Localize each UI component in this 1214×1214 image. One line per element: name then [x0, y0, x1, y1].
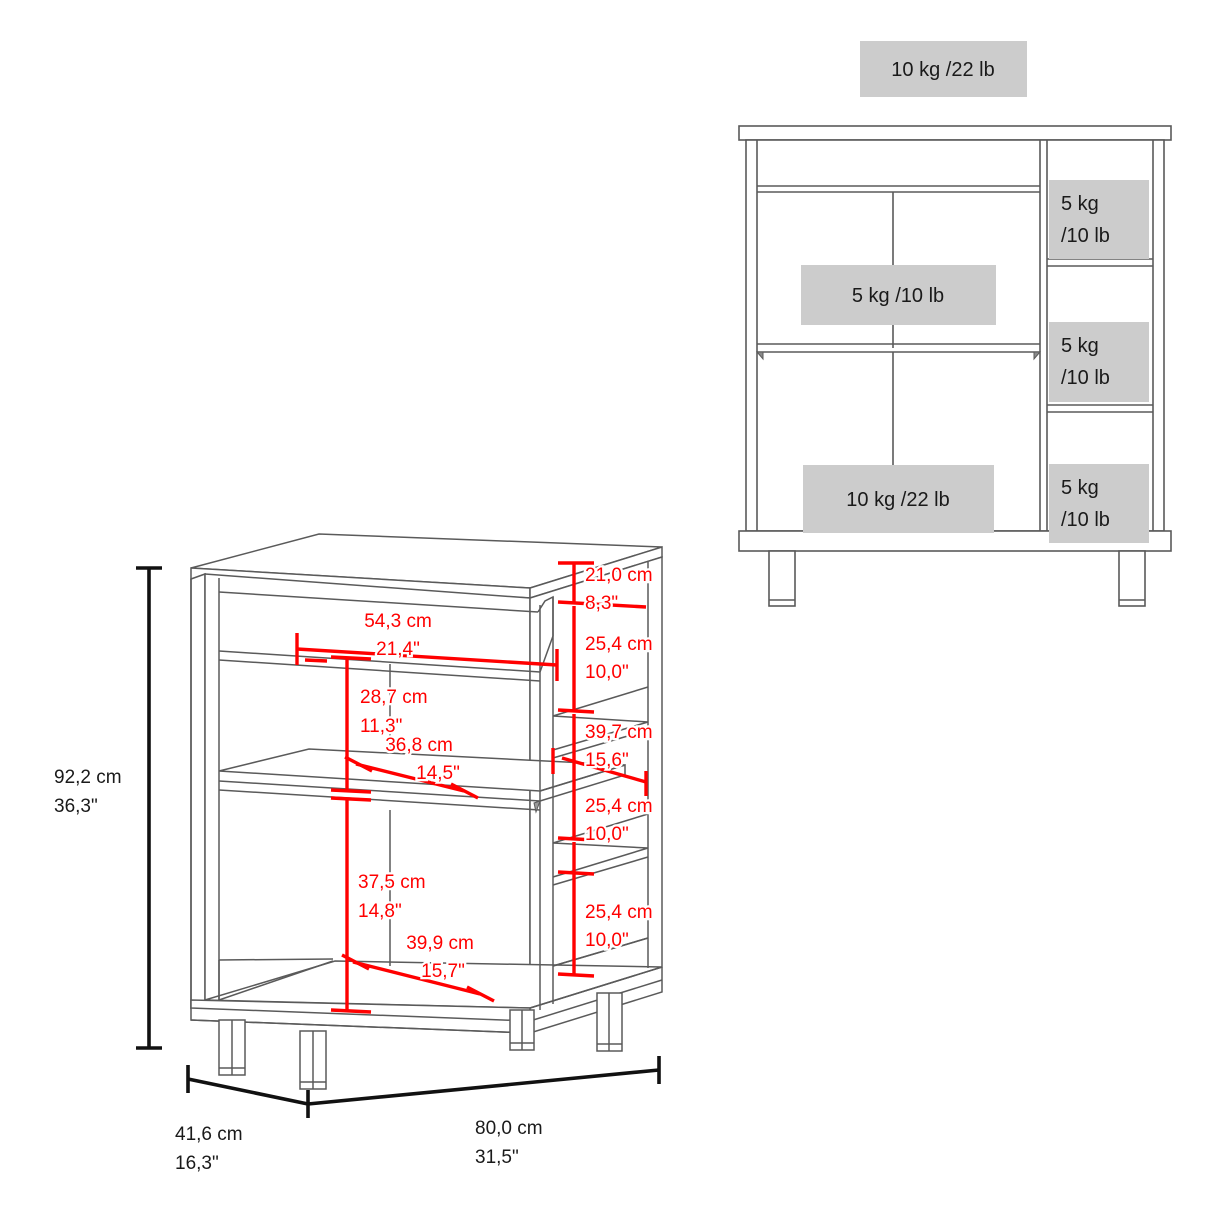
load-label-cubby-bottom-bg: [1049, 464, 1149, 543]
load-label-upper-left-bg: [801, 265, 996, 325]
iso-floor-recede-right: [529, 966, 663, 1009]
dim-width-line: [307, 1068, 660, 1106]
iso-bay-floor-back: [218, 958, 334, 961]
dim-shelf-depth-tick-b: [450, 782, 479, 800]
dim-label-base-depth-cm: 39,9 cm: [406, 933, 474, 954]
dim-cubby2-tick-bot: [557, 836, 595, 842]
dim-upper-h-tick-top: [330, 655, 372, 661]
dim-base-depth-line: [352, 960, 481, 996]
front-shelf-pin-left: [755, 351, 764, 361]
dim-label-height-cm: 92,2 cm: [54, 767, 122, 788]
iso-cubby-shelf1-front-a: [552, 721, 649, 751]
dim-base-depth-tick-b: [466, 985, 495, 1003]
front-leg-left: [768, 550, 796, 607]
dim-label-lower-h-cm: 37,5 cm: [358, 872, 426, 893]
load-label-cubby-bottom-line2: /10 lb: [1061, 509, 1110, 531]
load-label-cubby-mid-line1: 5 kg: [1061, 335, 1099, 357]
dim-label-drawer-width-in: 21,4": [376, 639, 420, 660]
dim-label-top-gap-cm: 21,0 cm: [585, 565, 653, 586]
dim-label-upper-h-cm: 28,7 cm: [360, 687, 428, 708]
load-label-top: 10 kg /22 lb: [891, 59, 994, 81]
dim-label-drawer-width-cm: 54,3 cm: [364, 611, 432, 632]
load-label-lower-left: 10 kg /22 lb: [846, 489, 949, 511]
load-label-cubby-bottom-line1: 5 kg: [1061, 477, 1099, 499]
iso-mid-shelf-front-b: [218, 789, 541, 811]
dim-cubby3-tick-top: [557, 870, 595, 876]
dim-shelf-depth-tick-a: [344, 755, 373, 773]
dim-cubby-depth-line: [561, 756, 647, 784]
overall-dimension-labels: 92,2 cm 36,3" 41,6 cm 16,3" 80,0 cm 31,5…: [54, 767, 543, 1174]
dim-left-helper-tick-1: [304, 658, 328, 663]
dim-label-cubby1-in: 10,0": [585, 662, 629, 683]
dim-label-cubby3-cm: 25,4 cm: [585, 902, 653, 923]
dim-label-cubby-depth-cm: 39,7 cm: [585, 722, 653, 743]
dim-label-top-gap-in: 8,3": [585, 593, 618, 614]
iso-legs: [218, 992, 623, 1090]
load-label-lower-left-bg: [803, 465, 994, 533]
iso-cubby-shelf1-slant: [552, 715, 649, 723]
dim-label-cubby1-cm: 25,4 cm: [585, 634, 653, 655]
dim-label-cubby2-cm: 25,4 cm: [585, 796, 653, 817]
iso-drawer-top-inner: [218, 591, 539, 613]
dim-label-width-cm: 80,0 cm: [475, 1118, 543, 1139]
dim-label-depth-in: 16,3": [175, 1153, 219, 1174]
load-label-cubby-mid-bg: [1049, 322, 1149, 402]
dim-depth-line: [187, 1077, 309, 1106]
overall-dimensions: [136, 566, 661, 1118]
load-label-cubby-top-line1: 5 kg: [1061, 193, 1099, 215]
front-load-labels: 10 kg /22 lb 5 kg /10 lb 10 kg /22 lb 5 …: [801, 41, 1149, 543]
dim-label-depth-cm: 41,6 cm: [175, 1124, 243, 1145]
iso-mid-shelf-front-a: [218, 780, 541, 802]
load-label-cubby-top-bg: [1049, 180, 1149, 259]
iso-left-side-panel: [190, 572, 206, 1010]
iso-cubby-shelf1-front-b: [552, 729, 649, 759]
load-label-cubby-mid-line2: /10 lb: [1061, 367, 1110, 389]
iso-base-right-line: [529, 979, 663, 1022]
front-leg-right: [1118, 550, 1146, 607]
dim-shelf-depth-line: [355, 762, 465, 793]
dim-top-gap-tick-bot: [557, 600, 647, 609]
dim-upper-h-tick-bot: [330, 788, 372, 794]
load-label-cubby-top-line2: /10 lb: [1061, 225, 1110, 247]
dim-label-upper-h-in: 11,3": [360, 716, 402, 737]
iso-red-dimensions: [295, 561, 648, 1014]
dim-label-base-depth-in: 15,7": [421, 961, 465, 982]
iso-red-dimension-labels: 54,3 cm 21,4" 28,7 cm 11,3" 36,8 cm 14,5…: [356, 563, 655, 985]
dim-label-height-in: 36,3": [54, 796, 98, 817]
dim-lower-h-tick-bot: [330, 1008, 372, 1014]
load-label-upper-left: 5 kg /10 lb: [852, 285, 944, 307]
iso-mid-shelf-right-edge: [539, 763, 626, 802]
dim-cubby1-tick-bot: [557, 708, 595, 714]
iso-drawer-bottom-b: [218, 659, 541, 682]
iso-cubby-shelf2-slant: [552, 842, 649, 849]
iso-base-front-line: [190, 1019, 531, 1034]
dim-cubby3-tick-bot: [557, 972, 595, 978]
dim-label-shelf-depth-in: 14,5": [416, 763, 460, 784]
dim-base-depth-tick-a: [341, 953, 370, 971]
dim-lower-h-tick-top: [330, 796, 372, 802]
dim-drawer-width-line: [296, 647, 558, 667]
iso-cubby-bottom-slant: [552, 937, 649, 967]
front-top-cap: [738, 125, 1172, 141]
dim-label-shelf-depth-cm: 36,8 cm: [385, 735, 453, 756]
iso-drawer-bottom-a: [218, 650, 541, 673]
iso-floor-recede-left: [218, 960, 334, 1001]
front-shelf-pin-right: [1033, 351, 1042, 361]
dim-label-cubby2-in: 10,0": [585, 824, 629, 845]
iso-cubby-shelf2-front-b: [552, 856, 649, 886]
dim-label-cubby3-in: 10,0": [585, 930, 629, 951]
load-label-top-bg: [860, 41, 1027, 97]
dim-label-width-in: 31,5": [475, 1147, 519, 1168]
dim-label-cubby-depth-in: 15,6": [585, 750, 629, 771]
dim-label-lower-h-in: 14,8": [358, 901, 402, 922]
iso-shelf-pin-right: [533, 800, 541, 814]
